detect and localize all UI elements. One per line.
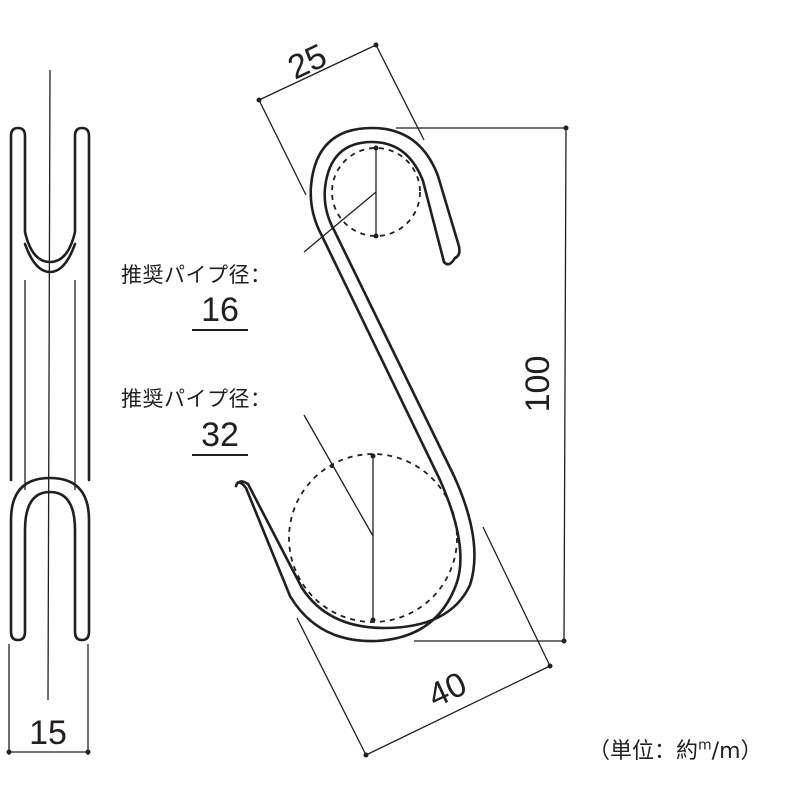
dim-40-line <box>365 665 551 756</box>
side-top-left-prong <box>9 126 91 482</box>
side-top-inner-arc <box>23 242 77 274</box>
side-bottom-outer <box>9 476 91 642</box>
dim-40-ext-right <box>482 526 551 667</box>
dim-25-line <box>258 44 377 101</box>
unit-note-prefix: （単位：約 <box>588 739 699 764</box>
leader-32 <box>303 414 374 537</box>
dim-100-text: 100 <box>519 356 557 413</box>
dim-25-ext-left <box>258 99 307 196</box>
unit-num: m <box>698 737 712 754</box>
leader-16 <box>303 191 377 253</box>
dim-25-text: 25 <box>282 37 332 87</box>
callout-label-16: 推奨パイプ径： <box>121 263 272 287</box>
pipe-circle-16 <box>331 147 421 237</box>
hook-outer-line <box>234 126 462 643</box>
dim-40-ext-left <box>296 617 367 756</box>
unit-note: （単位：約m/m） <box>588 737 763 764</box>
callout-value-32: 32 <box>192 416 248 456</box>
unit-den: m <box>719 739 741 764</box>
side-view <box>6 69 91 755</box>
side-center-line <box>47 69 51 701</box>
callout-label-32: 推奨パイプ径： <box>121 387 272 411</box>
dim-100-line <box>563 127 567 642</box>
callout-value-16: 16 <box>192 291 248 331</box>
hook-inner-line <box>246 140 476 630</box>
unit-note-suffix: ） <box>740 739 763 764</box>
dim-15-text: 15 <box>29 714 67 752</box>
s-hook-front-view <box>234 42 569 758</box>
dim-25-ext-right <box>375 44 425 141</box>
